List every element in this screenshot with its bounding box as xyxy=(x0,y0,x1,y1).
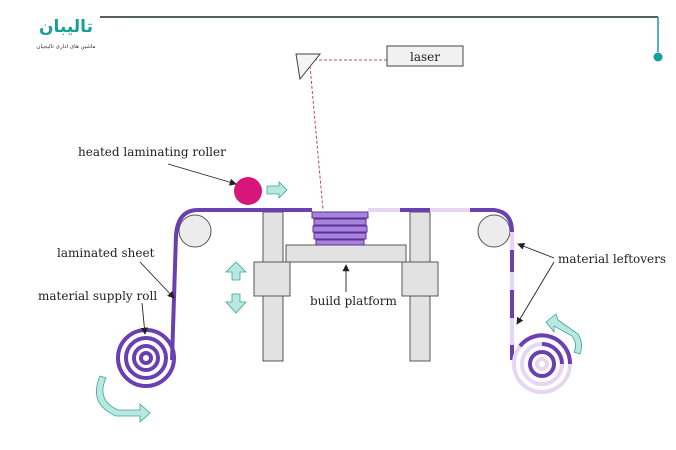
down-arrow-icon xyxy=(225,293,247,314)
build-platform-label: build platform xyxy=(310,294,397,308)
right-guide-roller xyxy=(477,214,511,248)
header-dot-icon xyxy=(653,52,663,62)
leftover-roll xyxy=(512,333,573,394)
heated-roller xyxy=(234,177,262,205)
material-leftovers-label: material leftovers xyxy=(558,252,666,266)
material-supply-roll xyxy=(116,328,176,388)
up-arrow-icon xyxy=(225,261,247,281)
material-supply-roll-label: material supply roll xyxy=(38,289,157,303)
brand-tagline: ماشین های اداری تالیجیان xyxy=(36,44,95,50)
header-bar xyxy=(100,16,663,62)
laminated-sheet xyxy=(170,208,514,361)
mirror-icon xyxy=(295,53,322,81)
laser-unit: laser xyxy=(386,45,464,67)
laser-label: laser xyxy=(410,50,440,64)
supply-rotation-arrow-icon xyxy=(96,375,151,423)
brand-name: تالیبان xyxy=(39,17,93,37)
laser-beam xyxy=(309,59,387,211)
right-arrow-icon xyxy=(266,181,288,199)
laminated-sheet-label: laminated sheet xyxy=(57,246,155,260)
heated-roller-label: heated laminating roller xyxy=(78,145,226,159)
build-platform xyxy=(285,244,407,263)
callouts xyxy=(139,163,555,335)
laminated-part xyxy=(311,211,369,246)
left-guide-roller xyxy=(178,214,212,248)
brand-logo[interactable]: تالیبان ماشین های اداری تالیجیان xyxy=(36,17,95,50)
leftover-rotation-arrow-icon xyxy=(545,313,582,355)
